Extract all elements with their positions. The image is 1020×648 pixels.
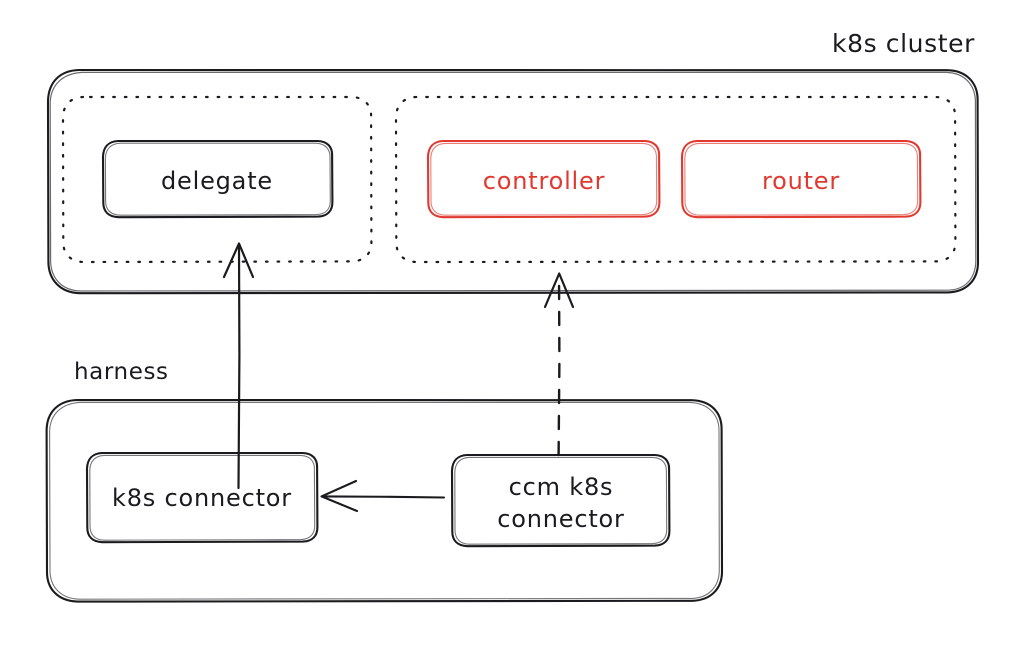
cluster-harness[interactable] [45,398,724,603]
cluster-label-k8s-cluster: k8s cluster [832,29,975,58]
node-label-router: router [762,167,840,195]
connection-ccm-connector-to-k8s-connector[interactable] [320,479,446,513]
node-k8s-connector[interactable]: k8s connector [85,451,319,544]
node-controller[interactable]: controller [426,139,661,219]
cluster-label-harness: harness [74,359,169,385]
group-delegate[interactable] [61,95,373,264]
connection-k8s-connector-to-delegate[interactable] [222,242,255,490]
node-label-delegate: delegate [161,167,273,195]
cluster-k8s-cluster[interactable] [46,68,980,295]
node-label-k8s-connector: k8s connector [112,484,292,512]
node-router[interactable]: router [680,139,922,219]
node-delegate[interactable]: delegate [101,139,334,219]
node-label-ccm-k8s-connector-line1: ccm k8s [509,473,614,501]
node-ccm-k8s-connector[interactable]: ccm k8s connector [450,453,671,548]
node-label-ccm-k8s-connector-line2: connector [497,505,624,533]
connection-ccm-connector-to-controller-group[interactable] [543,272,575,457]
group-controller[interactable] [394,95,957,264]
node-label-controller: controller [483,167,606,195]
